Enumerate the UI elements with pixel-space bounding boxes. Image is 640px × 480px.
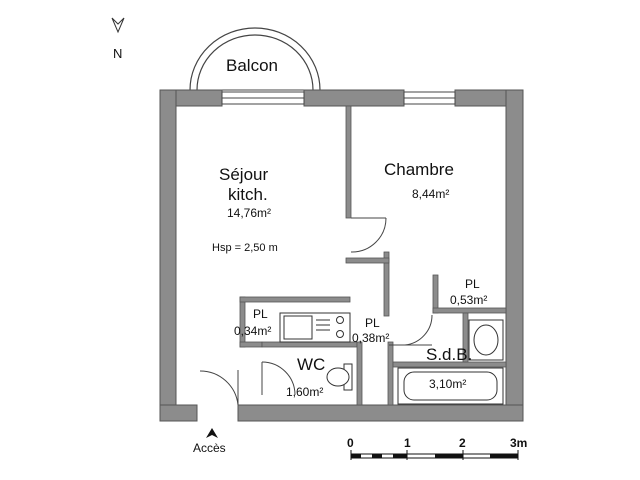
scale-bar: 0 1 2 3m [347, 436, 527, 460]
scale-tick-3: 3m [510, 436, 527, 450]
wc-name: WC [297, 355, 325, 374]
entrance-marker: Accès [193, 428, 226, 455]
sdb-name: S.d.B. [426, 345, 472, 364]
chambre-area: 8,44m² [412, 187, 449, 201]
chambre-room: Chambre 8,44m² [384, 160, 454, 201]
interior-walls [239, 105, 507, 406]
chambre-name: Chambre [384, 160, 454, 179]
balcony: Balcon [189, 27, 321, 91]
kitchen-counter [279, 312, 351, 343]
pl-chambre-room: PL 0,53m² [450, 277, 487, 307]
sejour-area: 14,76m² [227, 206, 271, 220]
pl-sejour-room: PL 0,34m² [234, 307, 271, 338]
wc-room: WC 1,60m² [286, 355, 325, 399]
pl-center-area: 0,38m² [352, 331, 389, 345]
balcon-label: Balcon [226, 56, 278, 75]
pl-sejour-name: PL [253, 307, 268, 321]
pl-chambre-area: 0,53m² [450, 293, 487, 307]
scale-tick-2: 2 [459, 436, 466, 450]
pl-sejour-area: 0,34m² [234, 324, 271, 338]
north-arrow-icon: N [111, 17, 125, 61]
sink-icon [283, 315, 313, 340]
scale-tick-1: 1 [404, 436, 411, 450]
pl-center-name: PL [365, 316, 380, 330]
toilet-icon [326, 363, 353, 391]
sejour-room: Séjour kitch. 14,76m² Hsp = 2,50 m [212, 165, 278, 254]
bathtub-icon [397, 367, 504, 405]
windows [221, 91, 456, 105]
sdb-area: 3,10m² [429, 377, 466, 391]
outer-walls [159, 89, 524, 422]
sejour-height-note: Hsp = 2,50 m [212, 242, 278, 254]
entrance-label: Accès [193, 441, 226, 455]
sejour-name-line1: Séjour [219, 165, 268, 184]
scale-tick-0: 0 [347, 436, 354, 450]
pl-chambre-name: PL [465, 277, 480, 291]
entrance-arrow-icon [206, 428, 218, 438]
hob-icon [336, 316, 344, 324]
north-letter: N [113, 46, 122, 61]
doors [199, 217, 433, 406]
sejour-name-line2: kitch. [228, 185, 268, 204]
sdb-room: S.d.B. 3,10m² [426, 345, 472, 391]
washbasin-icon [468, 319, 504, 361]
wc-area: 1,60m² [286, 385, 323, 399]
pl-center-room: PL 0,38m² [352, 316, 389, 345]
